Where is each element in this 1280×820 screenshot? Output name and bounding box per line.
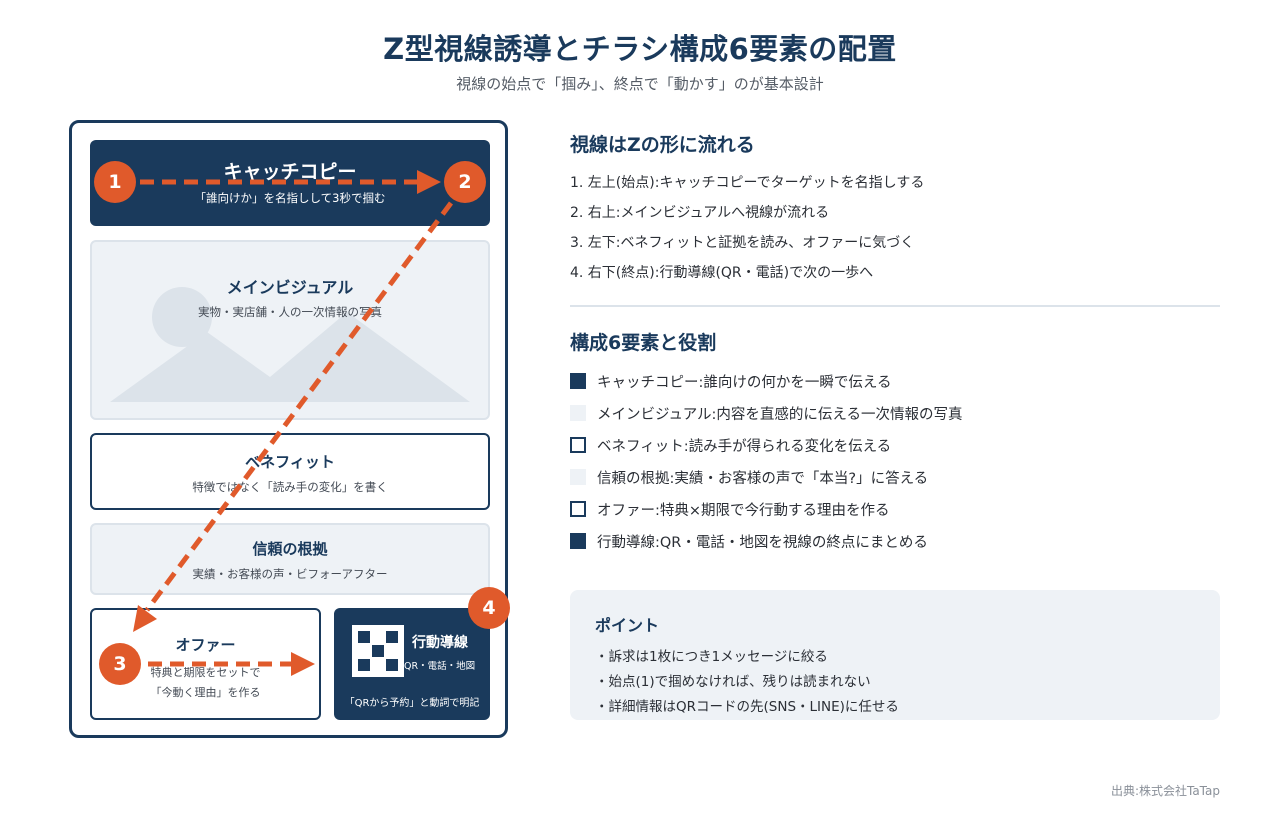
point-heading: ポイント [595, 616, 660, 635]
action-note: 「QRから予約」と動詞で明記 [344, 698, 480, 709]
catch-copy-block: キャッチコピー 「誰向けか」を名指しして3秒で掴む [90, 140, 490, 226]
source-credit: 出典:株式会社TaTap [1110, 784, 1220, 798]
flow-item: 2. 右上:メインビジュアルへ視線が流れる [570, 205, 830, 221]
element-item-text: 行動導線:QR・電話・地図を視線の終点にまとめる [597, 535, 928, 551]
swatch-outline-icon [570, 501, 586, 517]
offer-title: オファー [175, 636, 236, 654]
swatch-light-icon [570, 405, 586, 421]
main-visual-title: メインビジュアル [226, 278, 354, 297]
trust-desc: 実績・お客様の声・ビフォーアフター [192, 567, 388, 581]
element-item-text: 信頼の根拠:実績・お客様の声で「本当?」に答える [597, 471, 929, 487]
step-marker-2: 2 [444, 161, 486, 203]
flyer-frame [69, 120, 508, 738]
flow-heading: 視線はZの形に流れる [570, 134, 755, 156]
element-item-text: メインビジュアル:内容を直感的に伝える一次情報の写真 [597, 407, 963, 423]
benefit-block: ベネフィット 特徴ではなく「読み手の変化」を書く [90, 433, 490, 510]
swatch-outline-icon [570, 437, 586, 453]
element-item-text: キャッチコピー:誰向けの何かを一瞬で伝える [597, 375, 892, 391]
catch-copy-desc: 「誰向けか」を名指しして3秒で掴む [194, 191, 386, 205]
offer-desc-line1: 特典と期限をセットで [150, 666, 261, 679]
trust-title: 信頼の根拠 [252, 540, 328, 558]
step-marker-3: 3 [99, 643, 141, 685]
point-item: ・訴求は1枚につき1メッセージに絞る [595, 649, 828, 665]
point-item: ・始点(1)で掴めなければ、残りは読まれない [595, 674, 871, 690]
page-title: Z型視線誘導とチラシ構成6要素の配置 [383, 32, 897, 66]
catch-copy-title: キャッチコピー [223, 161, 357, 183]
action-desc: QR・電話・地図 [404, 661, 476, 672]
page-subtitle: 視線の始点で「掴み」、終点で「動かす」のが基本設計 [456, 75, 824, 93]
element-item-text: オファー:特典×期限で今行動する理由を作る [597, 503, 890, 519]
benefit-desc: 特徴ではなく「読み手の変化」を書く [192, 480, 388, 494]
action-block: 行動導線 QR・電話・地図 「QRから予約」と動詞で明記 [334, 608, 490, 720]
trust-block: 信頼の根拠 実績・お客様の声・ビフォーアフター [90, 523, 490, 595]
main-visual-desc: 実物・実店舗・人の一次情報の写真 [198, 305, 382, 319]
offer-desc: 特典と期限をセットで 「今動く理由」を作る [92, 663, 319, 703]
swatch-dark-icon [570, 533, 586, 549]
step-marker-4: 4 [468, 587, 510, 629]
qr-code-icon [352, 625, 404, 677]
elements-heading: 構成6要素と役割 [570, 332, 717, 354]
offer-desc-line2: 「今動く理由」を作る [150, 686, 261, 699]
action-title: 行動導線 [412, 635, 468, 651]
point-item: ・詳細情報はQRコードの先(SNS・LINE)に任せる [595, 699, 899, 715]
main-visual-block: メインビジュアル 実物・実店舗・人の一次情報の写真 [90, 240, 490, 420]
element-item-text: ベネフィット:読み手が得られる変化を伝える [597, 439, 892, 455]
point-box: ポイント ・訴求は1枚につき1メッセージに絞る ・始点(1)で掴めなければ、残り… [570, 590, 1220, 720]
swatch-dark-icon [570, 373, 586, 389]
swatch-light-icon [570, 469, 586, 485]
section-divider [570, 305, 1220, 307]
flow-item: 1. 左上(始点):キャッチコピーでターゲットを名指しする [570, 175, 925, 191]
landscape-image-icon [110, 287, 470, 402]
benefit-title: ベネフィット [245, 453, 335, 471]
step-marker-1: 1 [94, 161, 136, 203]
flow-item: 4. 右下(終点):行動導線(QR・電話)で次の一歩へ [570, 265, 874, 281]
flow-item: 3. 左下:ベネフィットと証拠を読み、オファーに気づく [570, 235, 915, 251]
